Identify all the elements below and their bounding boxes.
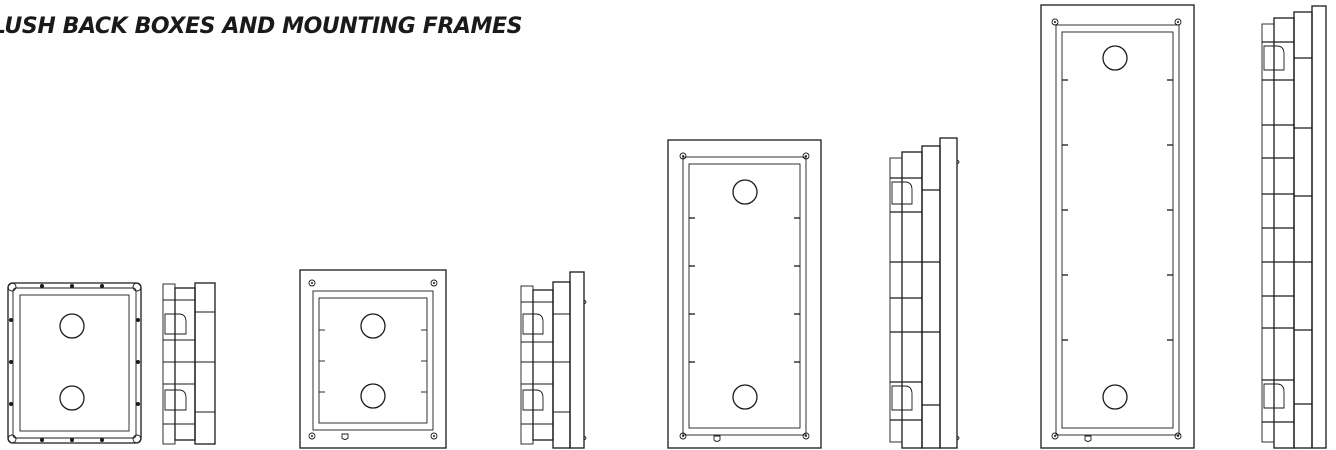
back-box-side-2-module xyxy=(162,282,216,445)
frame-front-4-module xyxy=(667,139,822,449)
page-title: LUSH BACK BOXES AND MOUNTING FRAMES xyxy=(0,14,523,39)
cable-knockout-icon xyxy=(59,313,85,339)
frame-side-2-module xyxy=(520,271,587,449)
frame-side-6-module xyxy=(1261,5,1327,449)
cable-knockout-icon xyxy=(59,385,85,411)
frame-side-4-module xyxy=(889,137,960,449)
frame-front-6-module xyxy=(1040,4,1195,449)
back-box-front-2-module xyxy=(7,282,142,444)
frame-front-2-module xyxy=(299,269,447,449)
